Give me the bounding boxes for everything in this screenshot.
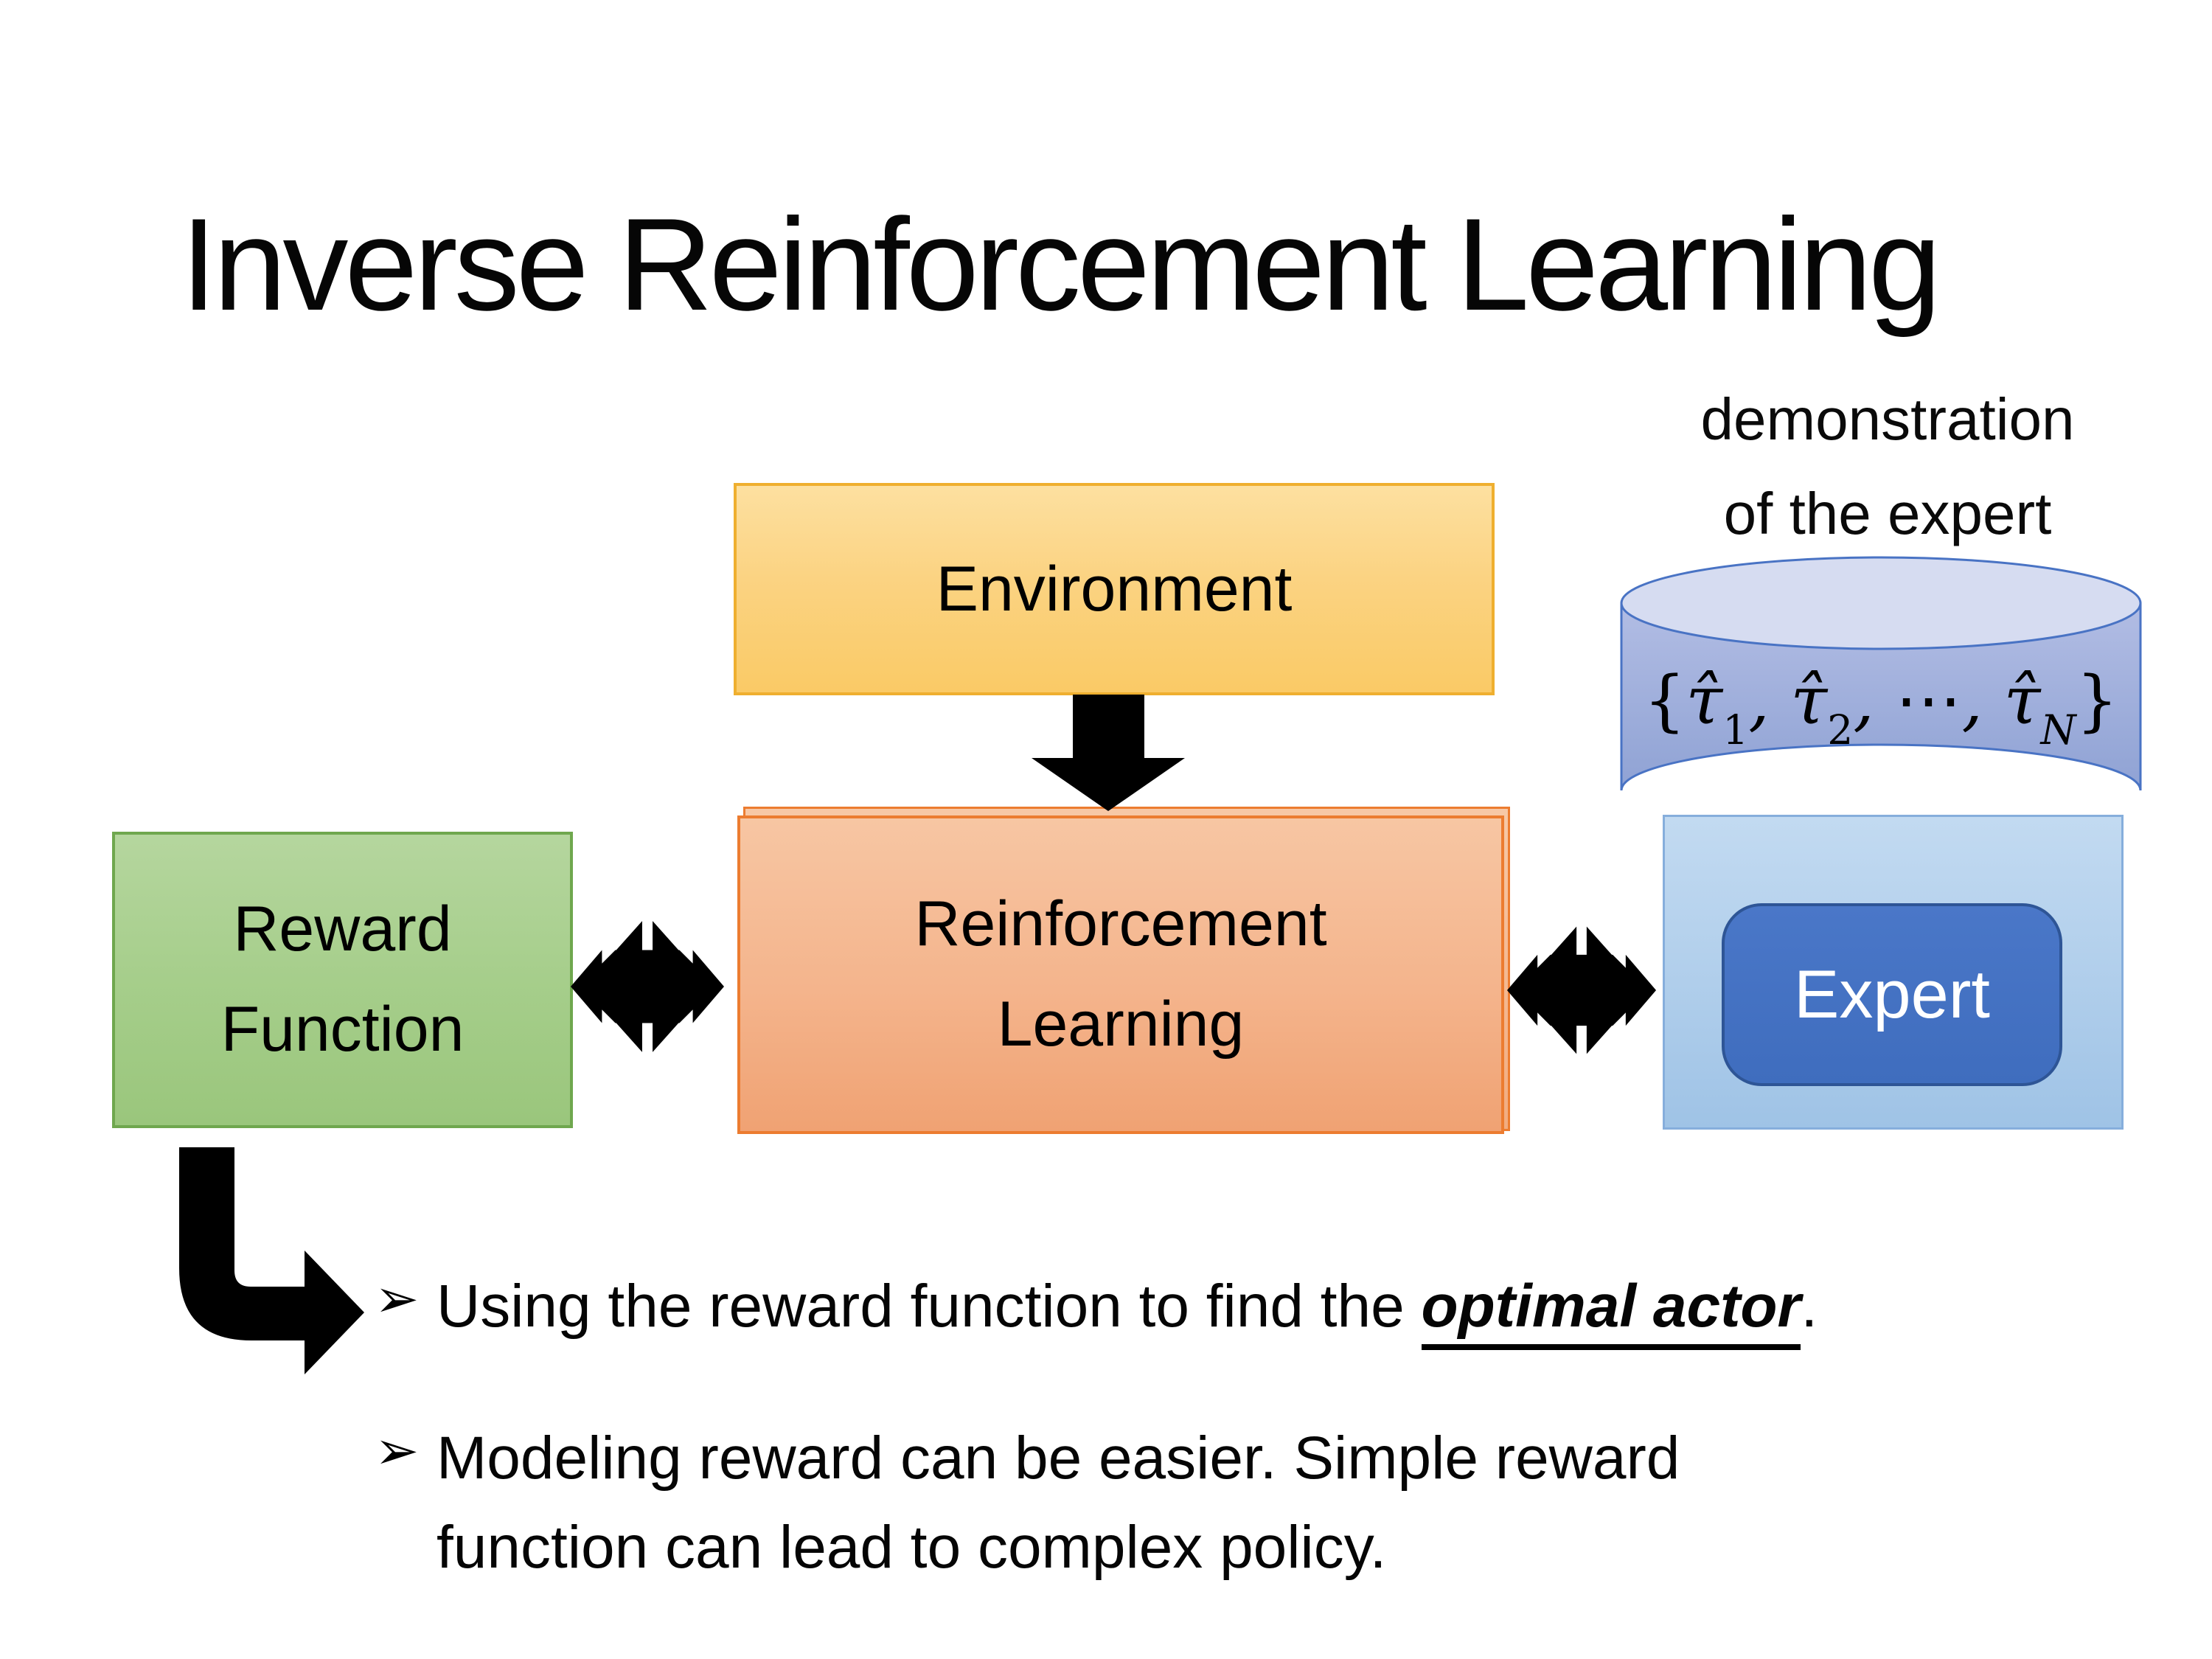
demonstration-label-line2: of the expert	[1723, 481, 2052, 546]
bullet-item-2: ➢ Modeling reward can be easier. Simple …	[375, 1414, 1997, 1592]
formula-separator-3: ,	[1961, 662, 2004, 740]
formula-dots: ⋯	[1895, 662, 1962, 740]
formula-sub-2: 2	[1827, 706, 1854, 754]
expert-button: Expert	[1722, 903, 2062, 1086]
reinforcement-learning-label-line2: Learning	[997, 989, 1245, 1060]
reward-function-label: Reward Function	[221, 880, 465, 1080]
bullet-arrow-icon: ➢	[375, 1422, 420, 1481]
formula-open-brace: {	[1644, 662, 1686, 740]
reward-function-label-line2: Function	[220, 994, 465, 1065]
bullet-2-line2: function can lead to complex policy.	[437, 1513, 1387, 1581]
reward-function-box: Reward Function	[112, 832, 573, 1128]
expert-label: Expert	[1794, 956, 1990, 1032]
demonstration-label-line1: demonstration	[1700, 386, 2075, 452]
formula-tau-1: τ̂	[1686, 662, 1723, 740]
reinforcement-learning-label: Reinforcement Learning	[914, 874, 1326, 1075]
bullet-1-suffix: .	[1801, 1273, 1818, 1340]
page-title: Inverse Reinforcement Learning	[181, 191, 1941, 338]
formula-sub-n: N	[2040, 706, 2076, 754]
environment-label: Environment	[936, 553, 1293, 625]
formula-close-brace: }	[2076, 662, 2118, 740]
formula-separator-1: ,	[1748, 662, 1791, 740]
double-arrow-right-icon	[1506, 926, 1657, 1054]
formula-separator-2: ,	[1853, 662, 1896, 740]
bullet-item-1: ➢ Using the reward function to find the …	[375, 1262, 2070, 1352]
bullet-2-text: Modeling reward can be easier. Simple re…	[437, 1414, 1680, 1592]
bullet-1-emphasis: optimal actor	[1421, 1273, 1801, 1350]
bullet-arrow-icon: ➢	[375, 1270, 420, 1329]
down-arrow-icon	[1032, 695, 1185, 811]
bullet-1-prefix: Using the reward function to find the	[437, 1273, 1422, 1340]
environment-box: Environment	[734, 483, 1495, 695]
bullet-2-line1: Modeling reward can be easier. Simple re…	[437, 1425, 1680, 1492]
trajectory-set-formula: {τ̂1, τ̂2, ⋯, τ̂N}	[1613, 658, 2149, 754]
bullet-1-text: Using the reward function to find the op…	[437, 1262, 1818, 1352]
formula-sub-1: 1	[1722, 706, 1749, 754]
formula-tau-2: τ̂	[1790, 662, 1828, 740]
reward-function-label-line1: Reward	[233, 894, 452, 965]
database-cylinder	[1620, 556, 2142, 791]
double-arrow-left-icon	[571, 921, 724, 1052]
formula-tau-n: τ̂	[2003, 662, 2041, 740]
reinforcement-learning-box: Reinforcement Learning	[737, 815, 1504, 1134]
demonstration-label: demonstration of the expert	[1571, 372, 2205, 561]
bent-arrow-icon	[179, 1147, 364, 1374]
reinforcement-learning-label-line1: Reinforcement	[914, 888, 1327, 960]
